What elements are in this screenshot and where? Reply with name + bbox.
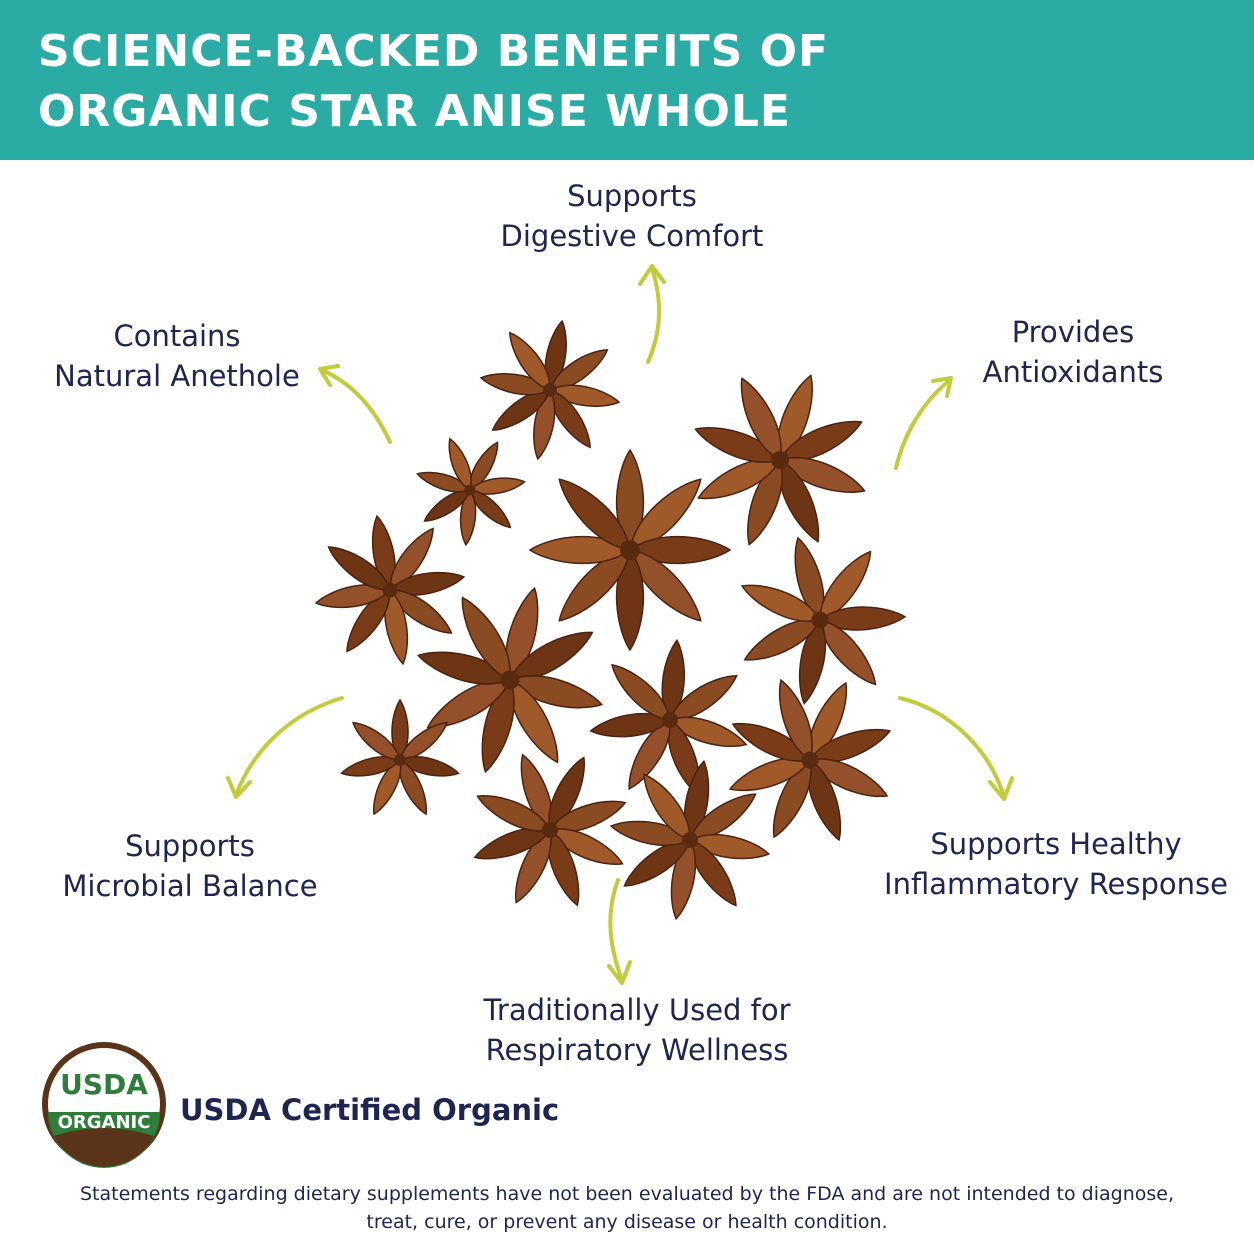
page-title: SCIENCE-BACKED BENEFITS OF ORGANIC STAR … (38, 26, 830, 137)
fda-disclaimer: Statements regarding dietary supplements… (80, 1183, 1174, 1233)
star-anise-image (314, 319, 907, 921)
svg-text:ORGANIC: ORGANIC (58, 1112, 151, 1133)
usda-certified-label: USDA Certified Organic (180, 1093, 560, 1127)
svg-text:USDA: USDA (60, 1068, 148, 1101)
benefit-inflammatory-response: Supports Healthy Inflammatory Response (884, 827, 1228, 901)
benefit-respiratory-wellness: Traditionally Used for Respiratory Welln… (483, 993, 791, 1067)
benefit-antioxidants: Provides Antioxidants (982, 315, 1164, 389)
benefit-digestive-comfort: Supports Digestive Comfort (500, 179, 764, 253)
benefit-microbial-balance: Supports Microbial Balance (62, 829, 318, 903)
header-banner: SCIENCE-BACKED BENEFITS OF ORGANIC STAR … (0, 0, 1254, 160)
usda-organic-seal-icon: USDA ORGANIC (42, 1042, 166, 1168)
benefit-natural-anethole: Contains Natural Anethole (54, 319, 300, 393)
